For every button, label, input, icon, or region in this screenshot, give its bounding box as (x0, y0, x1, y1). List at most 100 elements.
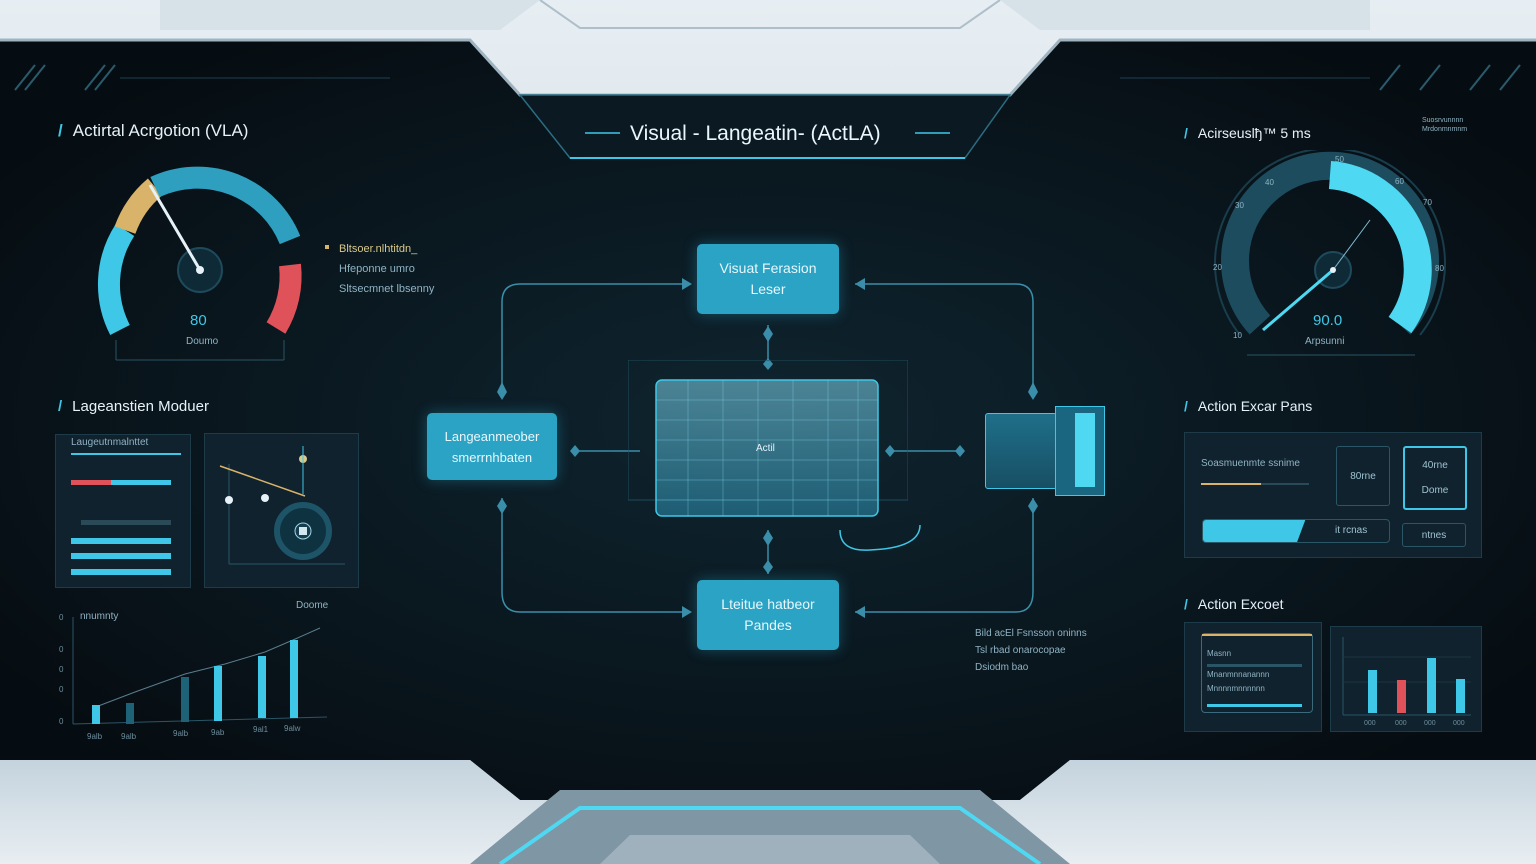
gauge-tick: 70 (1423, 198, 1432, 207)
left-gauge-arc-teal (150, 166, 301, 245)
action-progress-fill (1203, 520, 1306, 542)
x-tick-label: 000 (1453, 720, 1465, 727)
left-module-title-text: Lageanstien Moduer (72, 398, 209, 415)
node-visual-fusion[interactable]: Visuat Ferasion Leser (697, 244, 839, 314)
actuator-bar-glow (1075, 413, 1095, 487)
chart-bar (1456, 679, 1465, 713)
right-gauge-value: 90.0 (1313, 312, 1343, 329)
list-item: Masnn (1207, 649, 1232, 658)
action-panel-title: /Action Excar Pans (1184, 398, 1313, 414)
module-bar-cyan (71, 553, 171, 559)
value-box-1[interactable]: 80rne (1336, 446, 1390, 506)
node-language-line2: smerrnhbaten (451, 449, 533, 465)
x-tick-label: 9alb (121, 732, 137, 741)
left-module-panel: Laugeutnmalnttet (55, 434, 191, 588)
chart-bar (92, 705, 100, 724)
gauge-tick: 20 (1213, 263, 1222, 272)
right-gauge-title-text: Acirseuslђ™ 5 ms (1197, 125, 1311, 141)
module-bar-cyan (111, 480, 171, 485)
node-language-module[interactable]: Langeanmeober smerrnhbaten (427, 413, 557, 480)
center-grid (628, 360, 908, 517)
x-tick-label: 000 (1395, 720, 1407, 727)
action-side-button[interactable]: ntnes (1402, 523, 1466, 547)
action-exec-list-panel: Masnn Mnanmnnanannn Mnnnnmnnnnnn (1184, 622, 1322, 732)
module-bar (71, 453, 181, 455)
x-tick-label: 9alb (87, 732, 103, 741)
list-item: Mnnnnmnnnnnn (1207, 684, 1265, 693)
right-gauge-needle (1262, 268, 1334, 332)
chart-bar (181, 677, 189, 722)
list-box: Masnn Mnanmnnanannn Mnnnnmnnnnnn (1201, 633, 1313, 713)
side-note: Dsiodm bao (975, 662, 1029, 673)
node-language-line1: Langeanmeober (444, 428, 540, 444)
legend-item: Hfeponne umro (339, 263, 415, 275)
left-gauge-arc-red (266, 263, 302, 334)
diagram-connectors (497, 278, 1038, 618)
chart-bar (1368, 670, 1377, 713)
left-module-panel-label: Laugeutnmalnttet (71, 437, 149, 448)
value-box-2[interactable]: 40rne Dome (1403, 446, 1467, 510)
module-bar-dim (81, 520, 171, 525)
gauge-tick: 10 (1233, 331, 1242, 340)
action-panel: Soasmuenmte ssnime 80rne 40rne Dome it r… (1184, 432, 1482, 558)
module-bar-red (71, 480, 111, 485)
left-bar-chart: 0 0 0 0 0 9alb 9alb 9alb 9ab 9al1 9alw (59, 613, 328, 741)
left-chart-top-label: Doome (296, 600, 329, 611)
gauge-tick: 50 (1335, 155, 1344, 164)
x-tick-label: 9ab (211, 728, 225, 737)
gauge-tick: 80 (1435, 264, 1444, 273)
y-tick-label: 0 (59, 613, 64, 622)
action-progress-label: it rcnas (1335, 525, 1368, 536)
left-gauge-unit: Doumo (186, 336, 219, 347)
action-row-label: Soasmuenmte ssnime (1201, 458, 1300, 469)
x-tick-label: 9alb (173, 729, 189, 738)
left-gauge-title: /Actirtal Acrgotion (VLA) (58, 121, 249, 140)
legend-marker (325, 245, 329, 249)
right-gauge: 10 20 30 40 50 60 70 80 (1213, 150, 1446, 356)
left-gauge-arc-amber (114, 178, 163, 235)
list-rule (1207, 664, 1302, 667)
chart-bar (290, 640, 298, 718)
right-gauge-unit: Arpsunni (1305, 336, 1345, 347)
list-item: Mnanmnnanannn (1207, 670, 1270, 679)
y-tick-label: 0 (59, 717, 64, 726)
y-tick-label: 0 (59, 665, 64, 674)
action-progress: it rcnas (1202, 519, 1390, 543)
y-tick-label: 0 (59, 685, 64, 694)
action-panel-title-text: Action Excar Pans (1197, 398, 1313, 414)
node-visual-fusion-line2: Leser (750, 281, 786, 297)
gauge-tick: 30 (1235, 201, 1244, 210)
node-feature-pandes[interactable]: Lteitue hatbeor Pandes (697, 580, 839, 650)
action-exec-bar-chart: 000 000 000 000 (1342, 637, 1471, 727)
scatter-point (261, 494, 269, 502)
gauge-tick: 40 (1265, 178, 1274, 187)
module-bar-cyan (71, 538, 171, 544)
module-bar-cyan (71, 569, 171, 575)
left-gauge (97, 166, 302, 361)
corner-text: Mrdonmnmnm (1422, 126, 1468, 133)
action-exec-chart-panel: 000 000 000 000 (1330, 626, 1482, 732)
chart-bar (1427, 658, 1436, 713)
left-gauge-value: 80 (190, 312, 207, 329)
action-exec-title-text: Action Excoet (1197, 596, 1284, 612)
side-note: Tsl rbad onarocopae (975, 645, 1066, 656)
x-tick-label: 9alw (284, 724, 301, 733)
left-chart-axis-label: nnumnty (80, 611, 119, 622)
scatter-plot (219, 446, 345, 565)
legend-item: Bltsoer.nlhtitdn_ (339, 243, 418, 255)
action-exec-title: /Action Excoet (1184, 596, 1284, 612)
left-module-title: /Lageanstien Moduer (58, 398, 209, 415)
left-module-scatter (204, 433, 359, 588)
side-note: Bild acEl Fsnsson oninns (975, 628, 1087, 639)
gauge-tick: 60 (1395, 177, 1404, 186)
x-tick-label: 000 (1424, 720, 1436, 727)
scatter-point (225, 496, 233, 504)
chart-bar (1397, 680, 1406, 713)
corner-text: Suosrvunnnn (1422, 117, 1464, 124)
value-box-2-bottom: Dome (1421, 485, 1449, 496)
actuator-block (985, 413, 1057, 489)
x-tick-label: 000 (1364, 720, 1376, 727)
chart-bar (126, 703, 134, 724)
left-gauge-needle (148, 184, 202, 271)
